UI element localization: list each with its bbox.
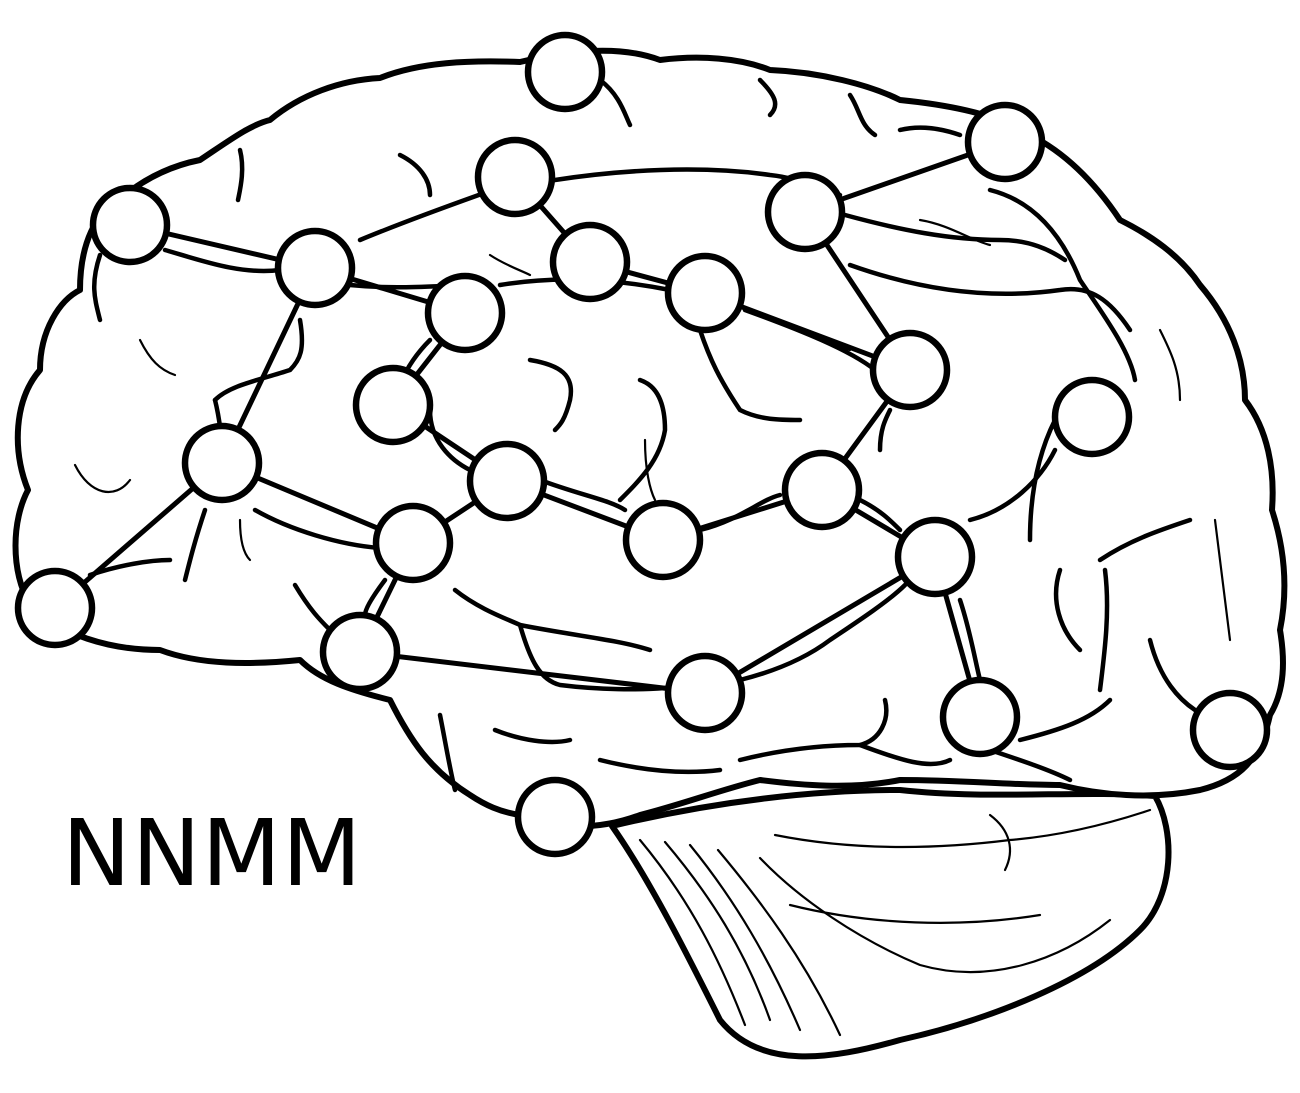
network-node-n2 [274,227,356,309]
network-node-n17 [664,652,746,734]
network-node-n19 [939,676,1021,758]
cerebellum [609,787,1172,1060]
network-node-n22 [514,776,596,858]
network-node-n16 [319,611,401,693]
network-node-n6 [549,221,631,303]
network-node-n1 [89,184,171,266]
network-node-n8 [352,364,434,446]
network-node-n3 [524,31,606,113]
diagram-label: NNMM [62,800,363,907]
network-edge-n17-n18 [702,554,938,696]
network-node-n11 [781,449,863,531]
network-edge-n16-n17 [357,649,708,696]
network-node-n10 [622,499,704,581]
network-node-n21 [14,567,96,649]
network-nodes [14,31,1271,858]
network-node-n15 [764,171,846,253]
network-node-n18 [894,516,976,598]
network-node-n9 [466,440,548,522]
network-node-n24 [1051,376,1133,458]
network-node-n12 [869,329,951,411]
network-node-n14 [372,502,454,584]
network-node-n5 [424,272,506,354]
network-node-n7 [664,252,746,334]
network-node-n23 [1189,689,1271,771]
network-node-n13 [181,422,263,504]
network-node-n4 [474,136,556,218]
network-node-n20 [964,101,1046,183]
